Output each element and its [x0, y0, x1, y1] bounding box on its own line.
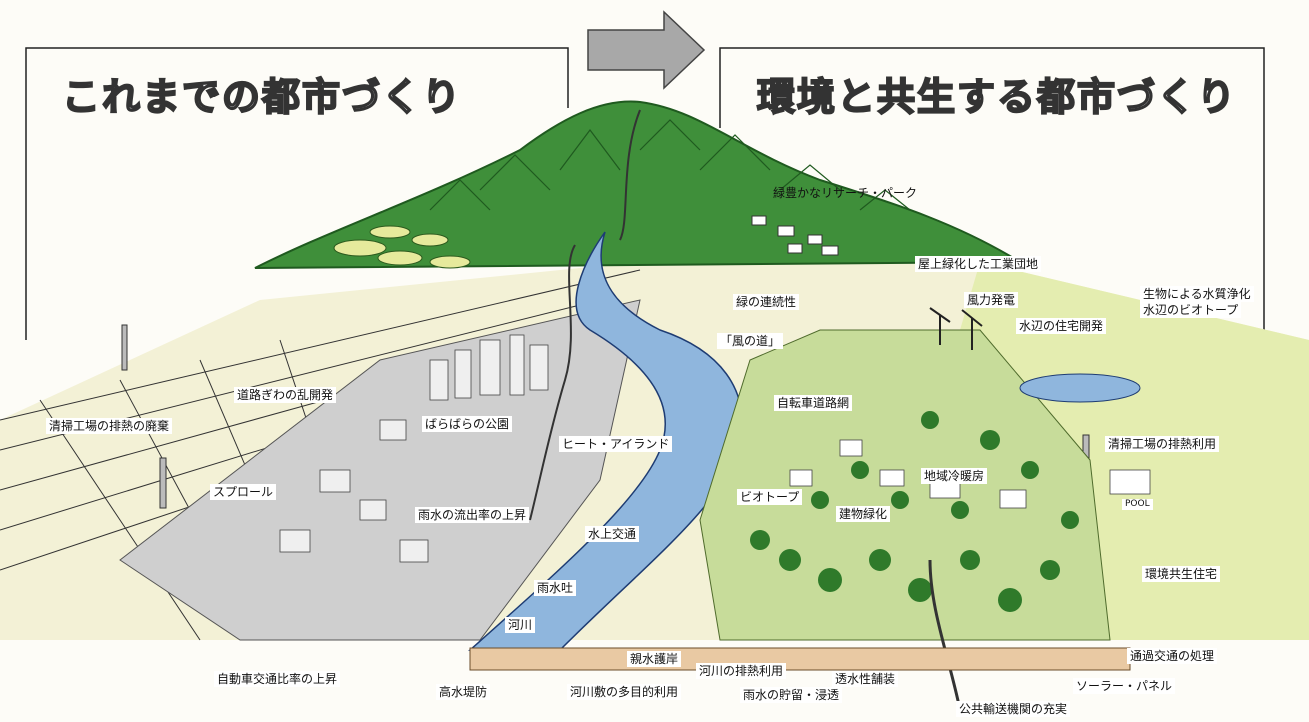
label-river-heat: 河川の排熱利用 — [696, 663, 787, 679]
label-rain-storage: 雨水の貯留・浸透 — [740, 687, 843, 703]
label-bicycle-network: 自転車道路網 — [774, 395, 853, 411]
label-road-sprawl: 道路ぎわの乱開発 — [234, 387, 337, 403]
label-biotope: ビオトープ — [737, 489, 803, 505]
label-car-ratio: 自動車交通比率の上昇 — [214, 671, 341, 687]
title-frame-left — [25, 47, 569, 340]
left-river-road — [529, 244, 576, 521]
label-pool-sign: POOL — [1122, 499, 1153, 510]
label-storm-outlet: 雨水吐 — [534, 580, 577, 596]
golf-course — [333, 225, 471, 269]
label-eco-housing: 環境共生住宅 — [1142, 566, 1221, 582]
ground-section — [469, 647, 1131, 671]
right-town-trees — [750, 411, 1079, 612]
mountain — [254, 100, 1024, 269]
label-water-transport: 水上交通 — [585, 526, 640, 542]
label-solar-panel: ソーラー・パネル — [1073, 678, 1176, 694]
right-title: 環境と共生する都市づくり — [756, 74, 1238, 120]
mountain-road — [619, 109, 641, 241]
title-frame-right — [719, 47, 1265, 338]
label-green-continuity: 緑の連続性 — [733, 294, 800, 310]
label-heat-island: ヒート・アイランド — [559, 436, 673, 452]
left-title: これまでの都市づくり — [61, 74, 463, 120]
label-building-greening: 建物緑化 — [836, 506, 891, 522]
label-wind-power: 風力発電 — [964, 292, 1019, 308]
label-revetment: 親水護岸 — [627, 651, 682, 667]
wind-turbine-icons — [929, 307, 983, 350]
research-park-buildings — [751, 215, 839, 256]
label-district-heating: 地域冷暖房 — [921, 468, 988, 484]
waterside-pond — [1019, 373, 1141, 403]
label-through-traffic: 通過交通の処理 — [1127, 648, 1218, 664]
label-waterside-housing: 水辺の住宅開発 — [1016, 318, 1107, 334]
label-wind-path: 「風の道」 — [717, 333, 784, 349]
mountain-ridges — [429, 119, 911, 211]
label-incinerator-reuse: 清掃工場の排熱利用 — [1105, 436, 1220, 452]
label-river: 河川 — [505, 617, 536, 633]
label-incinerator-waste: 清掃工場の排熱の廃棄 — [46, 418, 173, 434]
label-bio-purification: 生物による水質浄化 — [1140, 286, 1254, 302]
label-scattered-parks: ばらばらの公園 — [422, 416, 513, 432]
label-research-park: 緑豊かなリサーチ・パーク — [773, 186, 918, 200]
label-rooftop-industrial: 屋上緑化した工業団地 — [915, 256, 1042, 272]
transition-arrow-icon — [587, 10, 706, 90]
label-riverbed-use: 河川敷の多目的利用 — [567, 684, 682, 700]
left-city-blocks — [279, 334, 549, 563]
label-runoff-increase: 雨水の流出率の上昇 — [415, 507, 530, 523]
label-sprawl: スプロール — [210, 484, 277, 500]
label-waterside-biotope: 水辺のビオトープ — [1140, 302, 1242, 318]
rail-line — [928, 559, 962, 711]
label-permeable-paving: 透水性舗装 — [832, 671, 899, 687]
label-levee: 高水堤防 — [436, 684, 491, 700]
label-public-transit: 公共輸送機関の充実 — [956, 701, 1071, 717]
